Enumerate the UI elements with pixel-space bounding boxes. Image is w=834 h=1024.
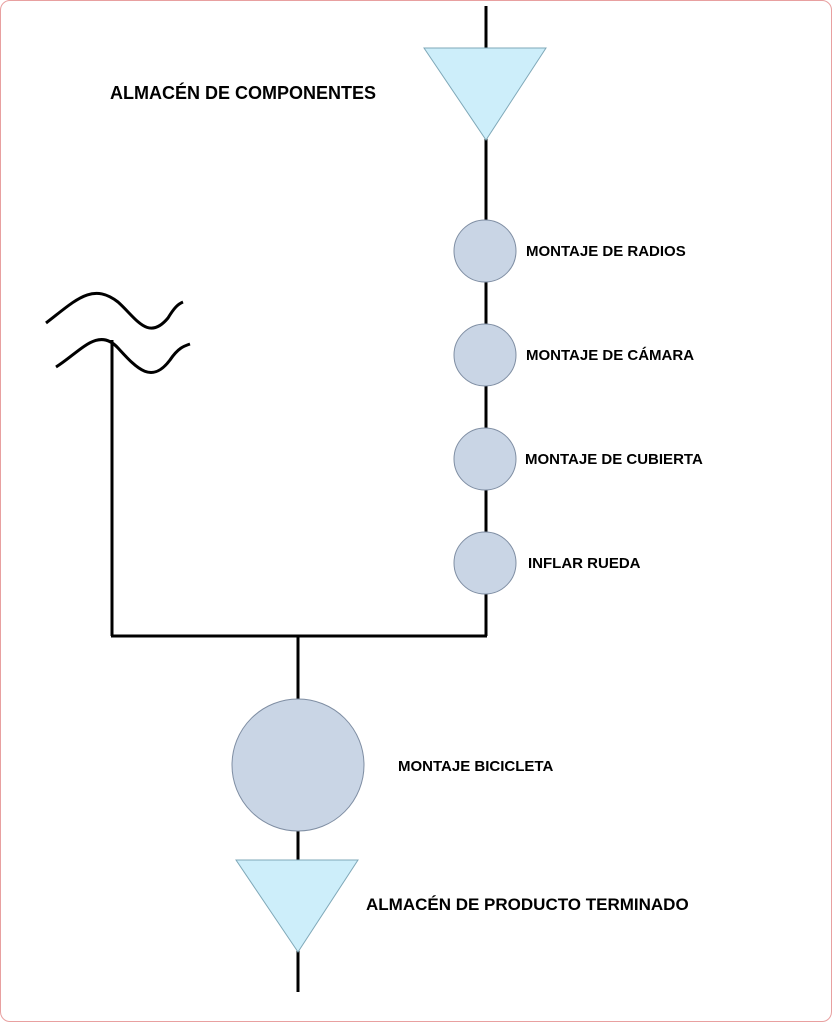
tire-assembly-circle-icon [453,427,517,491]
components-warehouse-label: ALMACÉN DE COMPONENTES [110,82,376,103]
inflate-wheel-circle-icon [453,531,517,595]
components-warehouse-triangle-icon [423,47,547,141]
connector-lines [110,6,488,992]
inflate-wheel-label: INFLAR RUEDA [528,555,641,572]
tube-assembly-label: MONTAJE DE CÁMARA [526,347,694,364]
wavy-break-icon [45,291,191,374]
spokes-assembly-label: MONTAJE DE RADIOS [526,243,686,260]
bicycle-assembly-circle-icon [231,698,365,832]
finished-goods-warehouse-label: ALMACÉN DE PRODUCTO TERMINADO [366,895,689,914]
finished-goods-triangle-icon [235,859,359,953]
spokes-assembly-circle-icon [453,219,517,283]
tire-assembly-label: MONTAJE DE CUBIERTA [525,451,703,468]
tube-assembly-circle-icon [453,323,517,387]
bicycle-assembly-label: MONTAJE BICICLETA [398,758,553,775]
